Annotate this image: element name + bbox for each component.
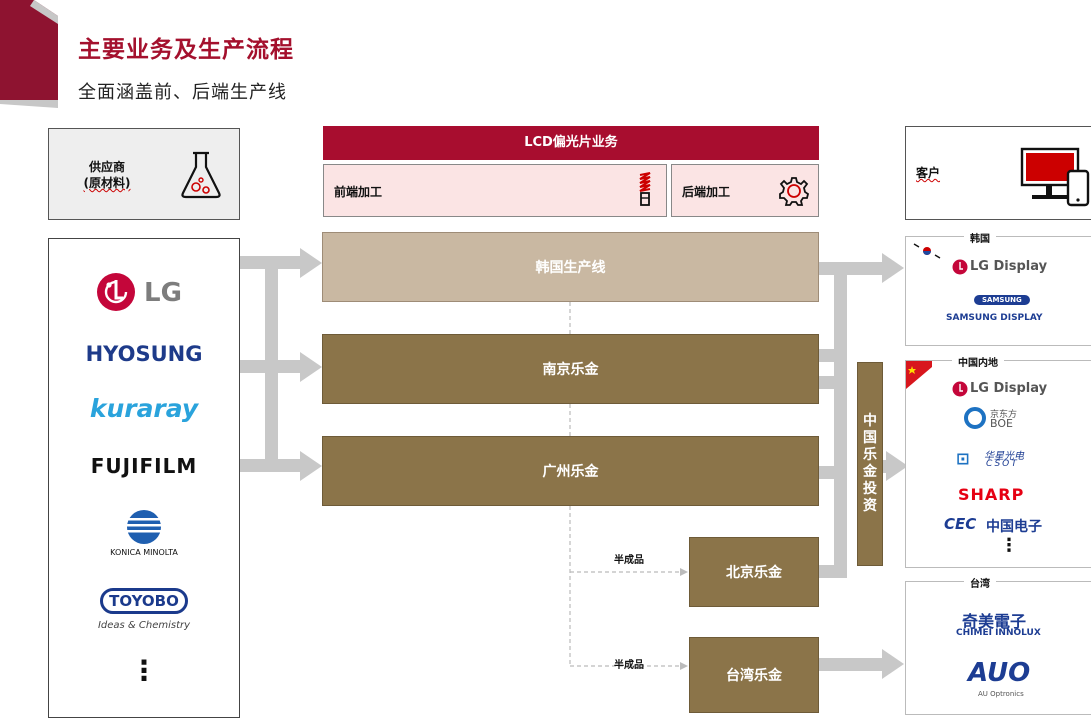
page-title: 主要业务及生产流程 <box>78 37 294 63</box>
hyosung-logo: HYOSUNG <box>85 342 203 366</box>
toyobo-tagline: Ideas & Chemistry <box>97 620 191 631</box>
china-region-label: 中国内地 <box>952 354 1004 369</box>
header-ribbon-icon <box>0 0 58 108</box>
cec-chinese-name: 中国电子 <box>986 519 1042 535</box>
front-process-label: 前端加工 <box>334 185 383 199</box>
right-vertical-bar <box>834 262 847 578</box>
toyobo-logo: TOYOBO <box>100 588 188 614</box>
supplier-sublabel: (原材料) <box>83 176 131 190</box>
lg-display-china: LG Display <box>970 381 1048 396</box>
supplier-arrow-mid <box>240 360 306 373</box>
samsung-display-logo: SAMSUNG DISPLAY <box>946 313 1043 323</box>
beijing-plant: 北京乐金 <box>689 537 819 607</box>
semi-finished-label-beijing: 半成品 <box>614 555 644 566</box>
korea-flag-icon <box>913 243 941 259</box>
taiwan-to-customer-arrow <box>819 658 885 671</box>
korea-production-line: 韩国生产线 <box>322 232 819 302</box>
arrowhead-icon <box>300 352 322 382</box>
lcd-business-header: LCD偏光片业务 <box>323 126 819 160</box>
auo-logo: AUO <box>968 658 1031 688</box>
guangzhou-right-connector <box>819 466 847 479</box>
boe-logo-text: BOE <box>990 417 1013 430</box>
arrowhead-icon <box>300 248 322 278</box>
korea-to-customer-arrow <box>819 262 885 275</box>
samsung-badge: SAMSUNG <box>974 295 1030 305</box>
sharp-logo: SHARP <box>958 485 1025 504</box>
customer-label: 客户 <box>916 166 941 180</box>
lg-logo-icon <box>97 273 135 311</box>
lg-display-korea: LG Display <box>970 259 1048 274</box>
csot-logo-text: CSOT <box>986 459 1019 469</box>
csot-logo-mark: ⊡ <box>956 449 970 468</box>
auo-subtitle: AU Optronics <box>978 690 1024 698</box>
suppliers-more-indicator: ⋮ <box>130 654 158 687</box>
supplier-label: 供应商 <box>88 160 125 174</box>
beijing-plant-label: 北京乐金 <box>726 565 782 581</box>
front-process-box: 前端加工 <box>323 164 667 217</box>
arrowhead-icon <box>300 451 322 481</box>
kuraray-logo: kuraray <box>89 394 199 423</box>
taiwan-plant: 台湾乐金 <box>689 637 819 713</box>
konica-minolta-logo-text: KONICA MINOLTA <box>110 548 178 557</box>
arrowhead-icon <box>886 451 908 481</box>
suppliers-panel <box>48 238 240 718</box>
dashed-connectors <box>569 302 688 670</box>
taiwan-plant-label: 台湾乐金 <box>726 668 782 684</box>
arrowhead-icon <box>882 649 904 679</box>
korea-customer-panel: 韩国 LG Display SAMSUNG SAMSUNG DISPLAY <box>905 230 1091 346</box>
lg-display-logo-icon <box>952 381 968 397</box>
csot-chinese-name: 华星光电 <box>984 451 1024 462</box>
flask-icon <box>181 151 221 199</box>
lg-china-investment-box: 中 国 乐 金 投 资 <box>857 362 883 566</box>
semi-finished-label-taiwan: 半成品 <box>614 660 644 671</box>
nanjing-plant: 南京乐金 <box>322 334 819 404</box>
korea-region-label: 韩国 <box>964 230 996 245</box>
chimei-innolux-logo: CHIMEI INNOLUX <box>956 628 1041 638</box>
toyobo-logo-text: TOYOBO <box>109 592 179 610</box>
konica-minolta-logo-icon <box>127 510 161 544</box>
back-process-label: 后端加工 <box>682 185 731 199</box>
customer-box: 客户 <box>905 126 1091 220</box>
nanjing-right-connector <box>819 349 847 362</box>
china-flag-icon <box>906 361 932 389</box>
guangzhou-plant: 广州乐金 <box>322 436 819 506</box>
guangzhou-plant-label: 广州乐金 <box>542 464 599 480</box>
back-process-box: 后端加工 <box>671 164 819 217</box>
taiwan-region-label: 台湾 <box>964 575 996 590</box>
gear-icon <box>779 177 810 206</box>
monitor-phone-icon <box>1020 147 1090 207</box>
supplier-arrow-low <box>240 459 306 472</box>
chimei-chinese-logo: 奇美電子 <box>962 612 1027 631</box>
nanjing-plant-label: 南京乐金 <box>542 362 599 378</box>
china-customers-more: ⋮ <box>1000 535 1018 556</box>
supplier-arrow-top <box>265 256 305 269</box>
boe-logo-icon <box>964 407 986 429</box>
taiwan-customer-panel: 台湾 奇美電子 CHIMEI INNOLUX AUO AU Optronics <box>905 575 1091 715</box>
lg-logo-text: LG <box>144 278 182 308</box>
china-customer-panel: 中国内地 LG Display 京东方 BOE ⊡ 华星光电 CSOT SHAR… <box>905 354 1091 568</box>
page-subtitle: 全面涵盖前、后端生产线 <box>78 82 287 103</box>
boe-chinese-name: 京东方 <box>990 410 1018 420</box>
cec-logo: CEC <box>944 515 977 533</box>
bulb-icon <box>639 172 651 206</box>
arrowhead-icon <box>882 253 904 283</box>
lg-display-logo-icon <box>952 259 968 275</box>
korea-production-line-label: 韩国生产线 <box>535 260 606 276</box>
beijing-right-connector <box>819 565 847 578</box>
fujifilm-logo: FUJIFILM <box>90 454 198 478</box>
nanjing-right-connector-2 <box>819 376 847 389</box>
supplier-box: 供应商 (原材料) <box>48 128 240 220</box>
